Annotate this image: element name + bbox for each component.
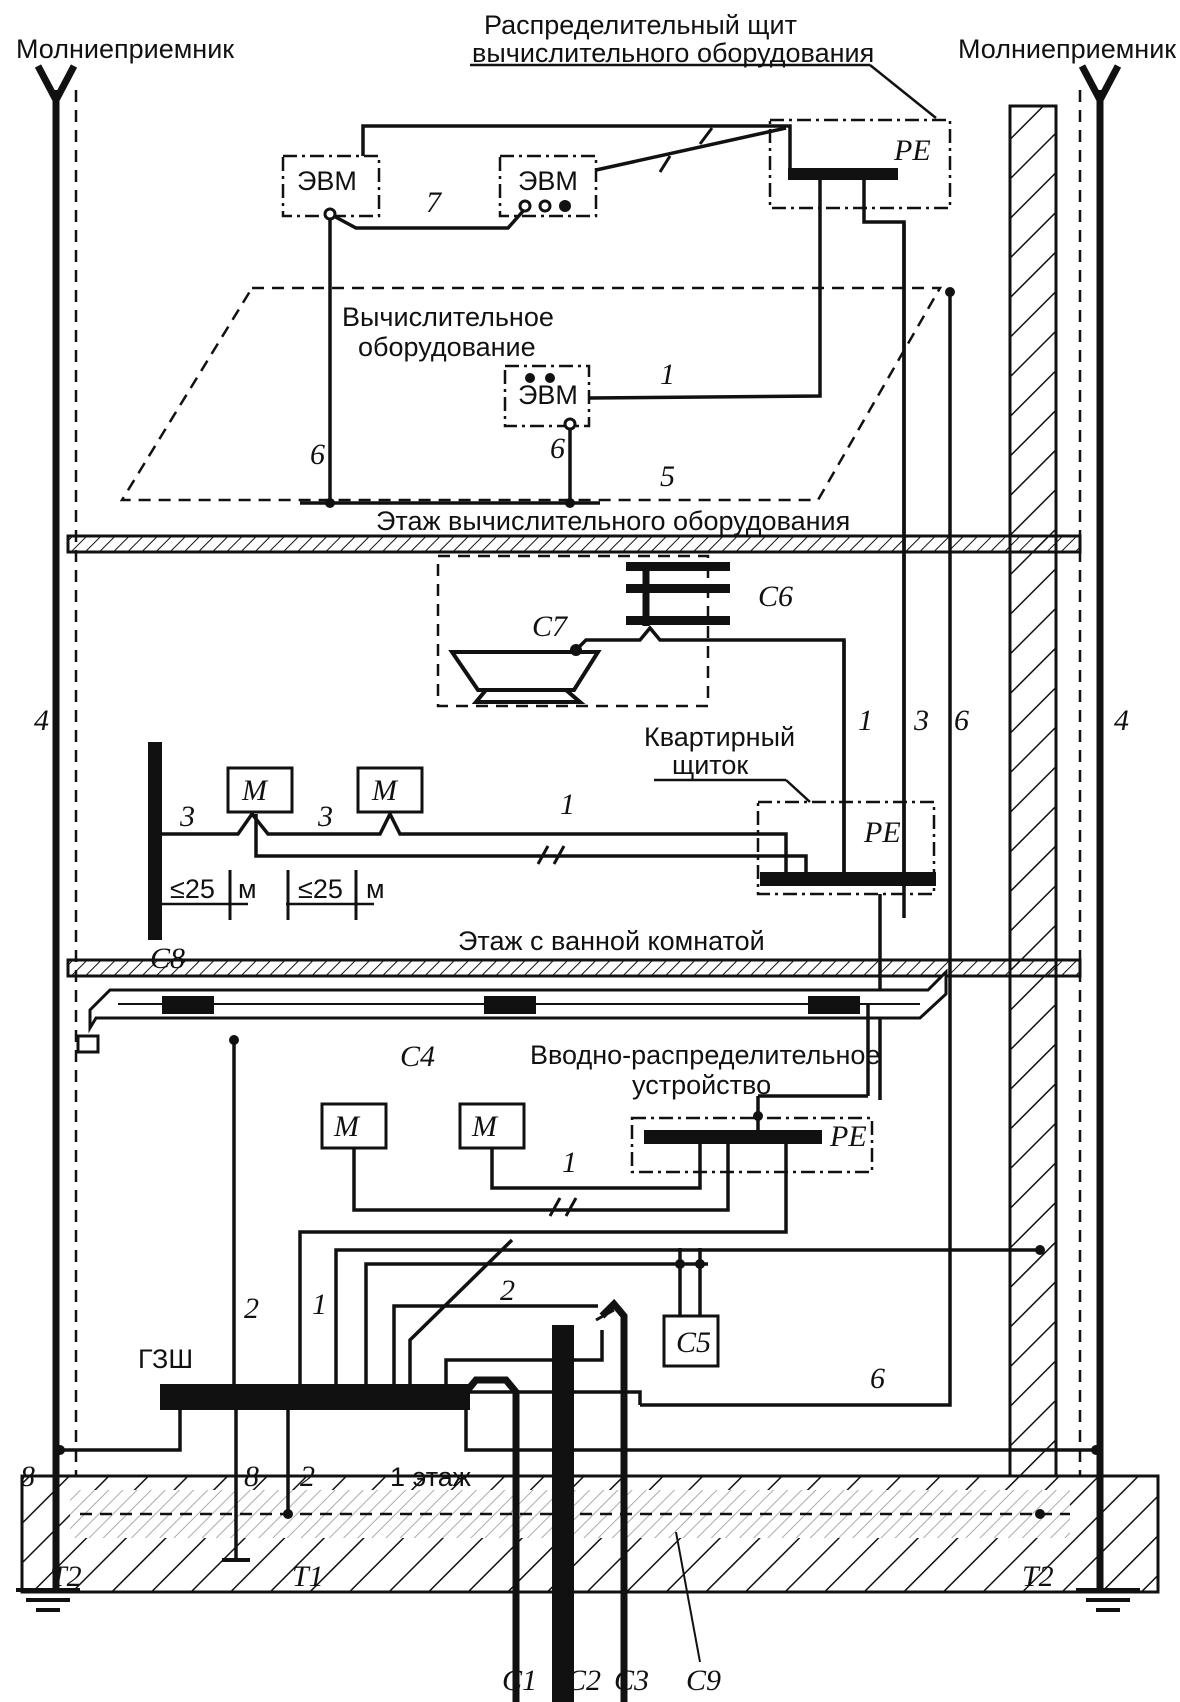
ref-3-bath-left: 3 bbox=[179, 800, 195, 833]
incoming-pipes bbox=[463, 1298, 628, 1702]
computer-1-label: ЭВМ bbox=[297, 166, 357, 196]
computing-equipment-label-2: оборудование bbox=[358, 332, 536, 362]
motor-first-1-label: М bbox=[333, 1110, 361, 1143]
floor-first-label: 1 этаж bbox=[390, 1462, 471, 1492]
lightning-rod-label-right: Молниеприемник bbox=[958, 34, 1176, 64]
ref-c8: С8 bbox=[150, 942, 185, 975]
ref-c4: С4 bbox=[400, 1040, 435, 1073]
gzsh-label: ГЗШ bbox=[138, 1344, 193, 1374]
panel-title-line2: вычислительного оборудования bbox=[472, 38, 874, 68]
distance-2: ≤25 bbox=[298, 874, 343, 904]
ref-6-left: 6 bbox=[310, 438, 325, 471]
pipe-c4 bbox=[76, 968, 948, 1054]
ref-4-right: 4 bbox=[1114, 704, 1129, 737]
ref-t2-right: Т2 bbox=[1022, 1560, 1054, 1593]
pipes-c6 bbox=[574, 562, 846, 876]
ref-8-mid: 8 bbox=[244, 1460, 259, 1493]
ref-c1: С1 bbox=[502, 1664, 537, 1697]
ref-3-bath: 3 bbox=[913, 704, 929, 737]
ref-c9: С9 bbox=[686, 1664, 721, 1697]
motor-bath-1 bbox=[226, 766, 294, 814]
computing-equipment-label-1: Вычислительное bbox=[342, 302, 554, 332]
ref-4-left: 4 bbox=[34, 704, 49, 737]
ref-1-top: 1 bbox=[660, 358, 675, 391]
input-distribution-device bbox=[320, 1102, 874, 1174]
ref-3-bath-mid: 3 bbox=[317, 800, 333, 833]
vru-label-2: устройство bbox=[632, 1070, 771, 1100]
ref-1-bath: 1 bbox=[858, 704, 873, 737]
lightning-rod-label-left: Молниеприемник bbox=[16, 34, 234, 64]
floor-slab-bathroom bbox=[66, 958, 1082, 978]
ref-c5: С5 bbox=[676, 1326, 711, 1359]
bathroom-wiring bbox=[148, 222, 906, 1100]
ref-2-gzsh: 2 bbox=[244, 1292, 259, 1325]
distance-1-unit: м bbox=[238, 874, 257, 904]
ref-c6: С6 bbox=[758, 580, 793, 613]
ref-6-mid: 6 bbox=[550, 432, 565, 465]
panel-title-line1: Распределительный щит bbox=[484, 10, 797, 40]
ref-7: 7 bbox=[426, 186, 443, 219]
ref-1-gzsh: 1 bbox=[312, 1288, 327, 1321]
right-wall bbox=[1008, 104, 1058, 1478]
motor-bath-2-label: М bbox=[371, 774, 399, 807]
bathtub-zone bbox=[436, 554, 710, 708]
ref-t2-left: Т2 bbox=[50, 1560, 82, 1593]
text-labels: Молниеприемник Молниеприемник Распредели… bbox=[16, 10, 1176, 1697]
apt-panel-label-2: щиток bbox=[672, 750, 748, 780]
left-down-conductor bbox=[16, 64, 80, 1612]
apartment-panel bbox=[654, 778, 936, 896]
ref-6-bath: 6 bbox=[954, 704, 969, 737]
pe-label-top: PE bbox=[893, 134, 931, 167]
c9-leader bbox=[675, 1531, 701, 1663]
floor-slab-computing bbox=[66, 534, 1082, 554]
ref-2-first: 2 bbox=[500, 1274, 515, 1307]
pe-label-vru: PE bbox=[829, 1120, 867, 1153]
motor-first-2 bbox=[458, 1102, 526, 1150]
motor-first-1 bbox=[320, 1102, 388, 1150]
computer-1 bbox=[281, 154, 381, 218]
pe-label-apartment: PE bbox=[863, 816, 901, 849]
motor-bath-1-label: М bbox=[241, 774, 269, 807]
computer-3 bbox=[503, 364, 591, 428]
ref-1-first: 1 bbox=[562, 1146, 577, 1179]
ref-8-left: 8 bbox=[20, 1460, 35, 1493]
ref-t1: Т1 bbox=[292, 1560, 324, 1593]
pe-bus-top bbox=[788, 168, 898, 180]
distance-1: ≤25 bbox=[170, 874, 215, 904]
computer-2 bbox=[498, 154, 598, 218]
ref-1-bath-line: 1 bbox=[560, 788, 575, 821]
pe-bus-vru bbox=[644, 1130, 822, 1144]
floor-computing-label: Этаж вычислительного оборудования bbox=[376, 506, 850, 536]
ref-5: 5 bbox=[660, 460, 675, 493]
ref-2-bottom: 2 bbox=[300, 1460, 315, 1493]
meter-c5 bbox=[662, 1314, 720, 1368]
pipe-c8 bbox=[148, 742, 162, 940]
computer-3-label: ЭВМ bbox=[518, 380, 578, 410]
right-down-conductor bbox=[1076, 64, 1140, 1612]
motor-first-2-label: М bbox=[471, 1110, 499, 1143]
computing-zone bbox=[119, 286, 943, 502]
ref-c7: С7 bbox=[532, 610, 569, 643]
foundation bbox=[20, 1474, 1160, 1594]
ref-c2: С2 bbox=[566, 1664, 601, 1697]
main-grounding-bus bbox=[160, 1384, 470, 1410]
apt-panel-label-1: Квартирный bbox=[644, 722, 795, 752]
ref-6-first: 6 bbox=[870, 1362, 885, 1395]
floor-bathroom-label: Этаж с ванной комнатой bbox=[458, 926, 765, 956]
first-floor-wiring bbox=[55, 1004, 1101, 1562]
computing-distribution-panel bbox=[470, 63, 952, 210]
bathtub bbox=[448, 650, 602, 692]
distance-2-unit: м bbox=[366, 874, 385, 904]
pe-bus-apartment bbox=[760, 872, 936, 886]
motor-bath-2 bbox=[356, 766, 424, 814]
ref-c3: С3 bbox=[614, 1664, 649, 1697]
vru-label-1: Вводно-распределительное bbox=[530, 1040, 880, 1070]
computer-2-label: ЭВМ bbox=[518, 166, 578, 196]
